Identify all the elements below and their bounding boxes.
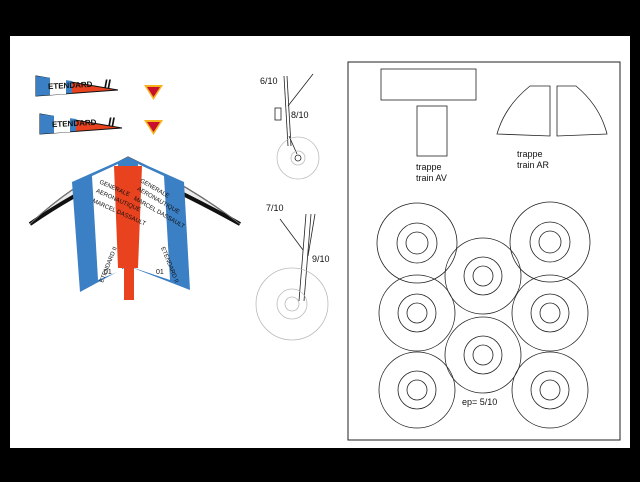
wheel-3 [444,237,522,315]
wheel-4 [378,274,456,352]
main-gear-top-label: 7/10 [266,203,284,213]
front-gear [274,73,320,180]
shield-badge-1 [144,85,163,100]
pennant-flag-2 [39,113,123,135]
rear-door-right [556,85,608,137]
main-gear [255,213,329,341]
wheel-7 [378,351,456,429]
rear-door-label-2: train AR [517,160,550,170]
wheel-thickness-label: ep= 5/10 [462,397,498,407]
wing-decal [28,156,241,300]
wheel-2 [509,201,591,283]
shield-badge-2 [144,120,163,135]
template-sheet: ETENDARD II ETENDARD II GENERALE AERONAU… [10,36,630,448]
wheel-set [376,201,591,429]
front-door-top [380,68,477,101]
front-gear-top-label: 6/10 [260,76,278,86]
front-gear-strut-label: 8/10 [291,110,309,120]
front-door-bottom [416,105,448,157]
rear-door-left [496,85,551,137]
wheel-8 [511,351,589,429]
landing-gear-drawing [255,73,329,341]
rear-door-label-1: trappe [517,149,543,159]
wheel-6 [444,316,522,394]
main-gear-strut-label: 9/10 [312,254,330,264]
serial-number-right: 01 [156,269,164,276]
wheel-5 [511,274,589,352]
decals-artwork [28,75,241,300]
front-door-label-2: train AV [416,173,447,183]
pennant-suffix-2: II [108,115,115,129]
pennant-suffix-1: II [104,77,111,91]
serial-number-left: 01 [104,269,112,276]
wheel-1 [376,202,458,284]
parts-panel [347,61,621,441]
front-door-label-1: trappe [416,162,442,172]
pennant-flag-1 [35,75,119,97]
